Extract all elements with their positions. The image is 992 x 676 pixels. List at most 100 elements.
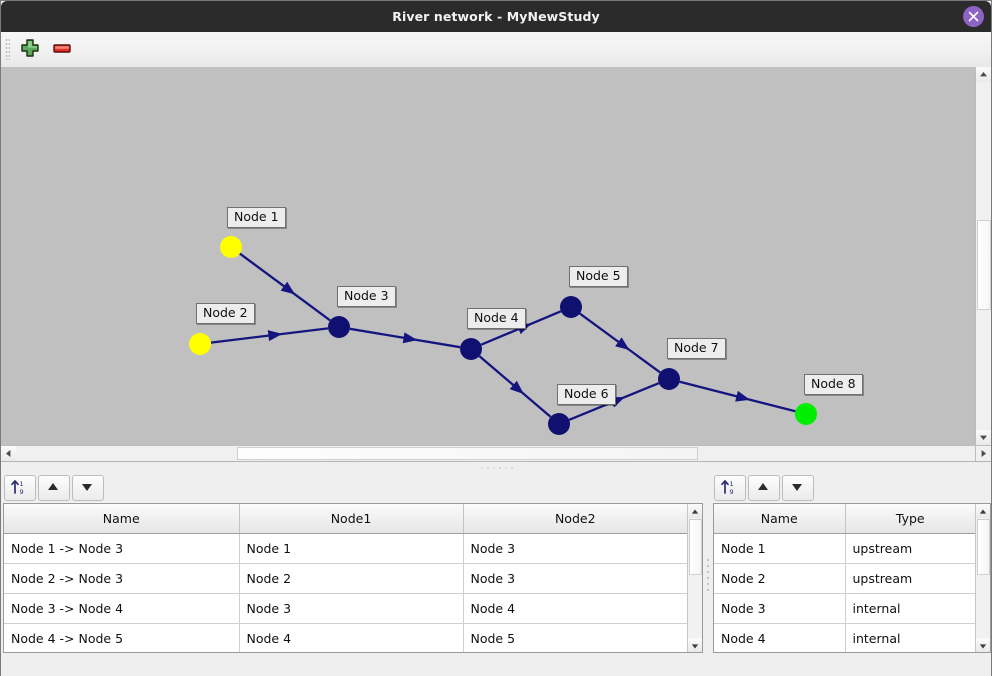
branch-cell-r3-c3[interactable]: Node 4	[463, 593, 687, 624]
network-graph[interactable]	[1, 67, 975, 445]
scroll-up-icon[interactable]	[688, 504, 702, 518]
splitter-grip	[479, 466, 513, 470]
graph-node-node-5[interactable]	[560, 296, 582, 318]
graph-node-node-4[interactable]	[460, 338, 482, 360]
branch-cell-r2-c3[interactable]: Node 3	[463, 563, 687, 594]
branch-column-header-name[interactable]: Name	[4, 504, 240, 534]
graph-node-node-2[interactable]	[189, 333, 211, 355]
node-cell-r3-c2[interactable]: internal	[845, 593, 975, 624]
edges-layer	[210, 252, 796, 421]
node-move-up-icon[interactable]	[748, 475, 780, 501]
node-cell-r1-c1[interactable]: Node 1	[714, 533, 846, 564]
diagram-vscroll-thumb[interactable]	[977, 220, 991, 310]
horizontal-splitter[interactable]	[1, 461, 991, 473]
scroll-corner	[975, 445, 991, 461]
svg-text:1: 1	[730, 480, 734, 488]
sort-ascending-glyph: 1 9	[11, 480, 24, 496]
node-column-header-type[interactable]: Type	[845, 504, 975, 534]
node-column-header-name[interactable]: Name	[714, 504, 846, 534]
network-diagram-canvas[interactable]: Node 1 Node 2 Node 3 Node 4 Node 5 Node 6 Node…	[1, 67, 991, 461]
scroll-up-icon[interactable]	[976, 67, 991, 82]
node-label-node-4[interactable]: Node 4	[467, 308, 526, 329]
branch-scroll-thumb[interactable]	[689, 519, 702, 575]
node-cell-r2-c1[interactable]: Node 2	[714, 563, 846, 594]
scroll-up-icon[interactable]	[976, 504, 990, 518]
vertical-splitter[interactable]	[703, 472, 713, 676]
title-bar: River network - MyNewStudy	[1, 1, 991, 32]
graph-node-node-3[interactable]	[328, 316, 350, 338]
diagram-hscroll-thumb[interactable]	[237, 447, 698, 460]
branch-column-header-node1[interactable]: Node1	[239, 504, 464, 534]
scroll-left-icon[interactable]	[1, 446, 16, 461]
branch-move-up-icon[interactable]	[38, 475, 70, 501]
scroll-down-icon[interactable]	[688, 638, 702, 652]
node-label-node-3[interactable]: Node 3	[337, 286, 396, 307]
branch-cell-r4-c2[interactable]: Node 4	[239, 623, 464, 652]
node-cell-r2-c2[interactable]: upstream	[845, 563, 975, 594]
branch-cell-r3-c2[interactable]: Node 3	[239, 593, 464, 624]
node-label-node-7[interactable]: Node 7	[667, 338, 726, 359]
triangle-down-glyph	[82, 484, 92, 491]
edge-arrow-8	[735, 390, 751, 402]
node-move-down-icon[interactable]	[782, 475, 814, 501]
branch-table-scrollbar[interactable]	[687, 504, 702, 652]
node-table-scrollbar[interactable]	[975, 504, 990, 652]
node-label-node-8[interactable]: Node 8	[804, 374, 863, 395]
triangle-up-glyph	[979, 509, 987, 514]
diagram-vertical-scrollbar[interactable]	[975, 67, 991, 445]
node-scroll-thumb[interactable]	[977, 519, 990, 575]
branch-cell-r4-c3[interactable]: Node 5	[463, 623, 687, 652]
node-label-node-5[interactable]: Node 5	[569, 266, 628, 287]
branch-move-down-icon[interactable]	[72, 475, 104, 501]
node-label-node-1[interactable]: Node 1	[227, 207, 286, 228]
node-sort-icon[interactable]: 1 9	[714, 475, 746, 501]
triangle-down-glyph	[691, 644, 699, 649]
branch-cell-r1-c2[interactable]: Node 1	[239, 533, 464, 564]
graph-node-node-8[interactable]	[795, 403, 817, 425]
add-node-icon[interactable]	[18, 36, 46, 63]
svg-text:1: 1	[20, 480, 24, 488]
branch-cell-r4-c1[interactable]: Node 4 -> Node 5	[4, 623, 240, 652]
branch-cell-r2-c2[interactable]: Node 2	[239, 563, 464, 594]
edge-arrow-1	[280, 281, 296, 295]
node-cell-r3-c1[interactable]: Node 3	[714, 593, 846, 624]
branch-column-header-node2[interactable]: Node2	[463, 504, 687, 534]
graph-node-node-1[interactable]	[220, 236, 242, 258]
scroll-down-icon[interactable]	[976, 430, 991, 445]
branch-sort-icon[interactable]: 1 9	[4, 475, 36, 501]
graph-node-node-7[interactable]	[658, 368, 680, 390]
scroll-down-icon[interactable]	[976, 638, 990, 652]
branch-cell-r3-c1[interactable]: Node 3 -> Node 4	[4, 593, 240, 624]
close-icon[interactable]	[963, 6, 984, 27]
branch-cell-r1-c1[interactable]: Node 1 -> Node 3	[4, 533, 240, 564]
diagram-horizontal-scrollbar[interactable]	[1, 445, 975, 461]
edge-arrow-3	[402, 332, 418, 344]
node-cell-r4-c1[interactable]: Node 4	[714, 623, 846, 652]
toolbar-grip[interactable]	[5, 38, 10, 60]
node-cell-r1-c2[interactable]: upstream	[845, 533, 975, 564]
delete-node-icon[interactable]	[50, 36, 78, 63]
node-cell-r4-c2[interactable]: internal	[845, 623, 975, 652]
graph-node-node-6[interactable]	[548, 413, 570, 435]
branch-cell-r2-c1[interactable]: Node 2 -> Node 3	[4, 563, 240, 594]
node-label-node-2[interactable]: Node 2	[196, 303, 255, 324]
branch-cell-r1-c3[interactable]: Node 3	[463, 533, 687, 564]
node-label-node-6[interactable]: Node 6	[557, 384, 616, 405]
